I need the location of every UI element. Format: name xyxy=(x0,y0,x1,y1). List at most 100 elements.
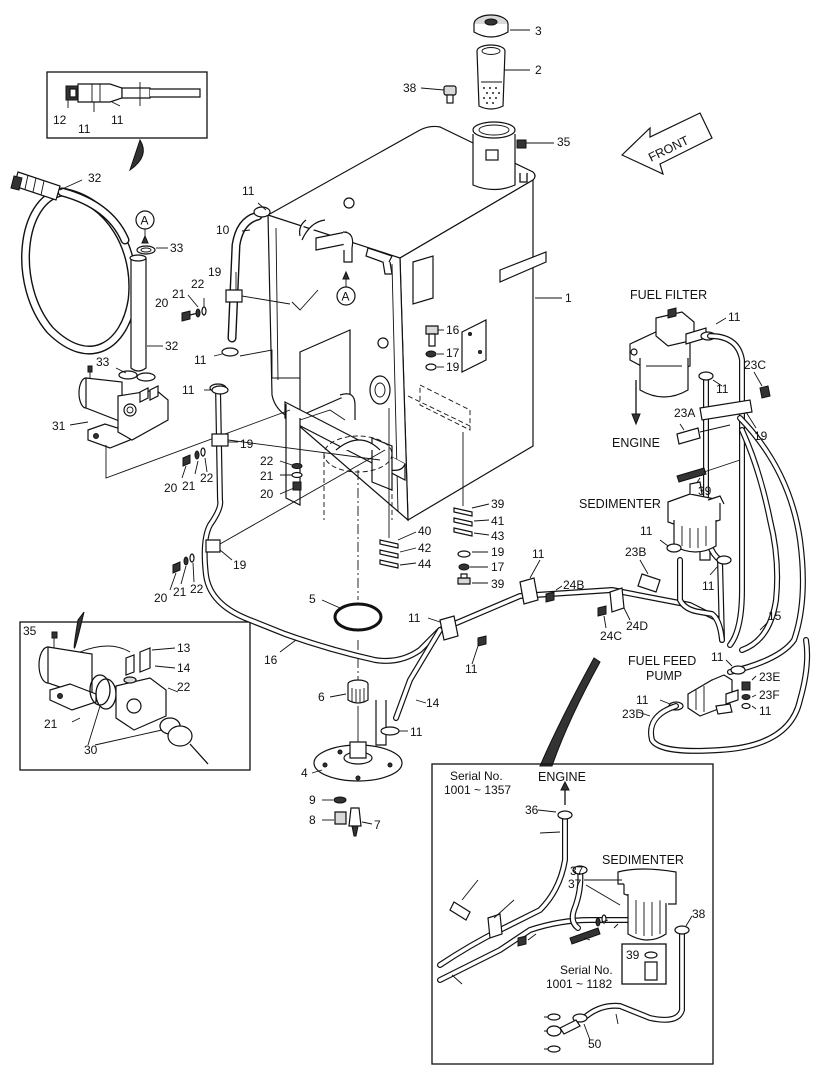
clamp-26-upper xyxy=(136,245,168,255)
part-label-31-b: 40 xyxy=(418,524,432,538)
plug-27 xyxy=(516,139,554,149)
sender-flange-4 xyxy=(311,700,403,782)
part-label-11: 11 xyxy=(242,184,255,198)
part-label-20: 20 xyxy=(155,296,169,310)
caption-engine: ENGINE xyxy=(612,436,660,450)
part-label-23c: 21 xyxy=(44,717,58,731)
caption-inset-sedimenter: SEDIMENTER xyxy=(602,853,684,867)
clamp-19-upper xyxy=(225,272,291,305)
sedimenter xyxy=(667,481,725,561)
part-label-23d: 22 xyxy=(177,680,191,694)
ref-a-lower: A xyxy=(336,270,356,306)
part-label-9: 9 xyxy=(309,793,316,807)
part-label-16-b: 17 xyxy=(491,560,505,574)
part-label-24d: 12 xyxy=(53,113,67,127)
part-label-35-c: 24C xyxy=(600,629,622,643)
part-label-33-b: 44 xyxy=(418,557,432,571)
clamp-26-lower xyxy=(115,367,156,382)
part-label-19: 19 xyxy=(208,265,222,279)
hose-10 xyxy=(227,202,271,343)
part-label-1: 1 xyxy=(565,291,572,305)
part-label-24b: 11 xyxy=(111,113,124,127)
part-label-43: 23F xyxy=(759,688,780,702)
bolt-clip-leader xyxy=(291,289,319,311)
washer-16 xyxy=(425,350,444,358)
part-label-11-f: 11 xyxy=(716,382,729,396)
inset-label-11-b: 37 xyxy=(570,864,584,878)
part-label-34-b: 11 xyxy=(532,547,545,561)
part-label-11-d: 11 xyxy=(410,725,423,739)
part-label-29: 39 xyxy=(491,577,505,591)
ref-a-upper-arrow xyxy=(141,234,149,244)
part-label-19-c: 19 xyxy=(233,558,247,572)
part-label-23f: 35 xyxy=(23,624,37,638)
hose-13 xyxy=(727,415,806,675)
caption-pump: PUMP xyxy=(646,669,682,683)
clamp-19-lower xyxy=(169,449,386,591)
bolt-15 xyxy=(425,325,444,347)
fuel-tank xyxy=(266,121,562,522)
strainer-mesh-dots xyxy=(483,87,500,104)
bolt-set-29 xyxy=(457,550,488,585)
part-label-6: 6 xyxy=(318,690,325,704)
part-label-23b: 14 xyxy=(177,661,191,675)
part-label-17-b: 19 xyxy=(491,545,505,559)
part-label-23a: 13 xyxy=(177,641,191,655)
bolt-35-right xyxy=(545,585,563,603)
part-label-41: 23D xyxy=(622,707,644,721)
bolt-35-lower xyxy=(597,605,607,629)
filter-element-6 xyxy=(329,679,369,704)
part-label-23e: 30 xyxy=(84,743,98,757)
part-label-11-c: 11 xyxy=(182,383,195,397)
clamp-19-right xyxy=(699,399,757,429)
spacer-stack-left xyxy=(379,408,417,569)
part-label-32: 41 xyxy=(491,514,505,528)
inset-serial-box xyxy=(431,763,714,1065)
bolt-set-tank xyxy=(279,460,303,495)
fuel-filter xyxy=(629,307,727,426)
ref-a-upper: A xyxy=(135,210,155,240)
connector-39-mid xyxy=(637,559,661,593)
part-label-10: 10 xyxy=(216,223,230,237)
clamp-11-low xyxy=(380,726,408,736)
part-label-21-c: 21 xyxy=(260,469,274,483)
caption-sedimenter: SEDIMENTER xyxy=(579,497,661,511)
connector-39-upper xyxy=(676,423,731,445)
part-label-22-b: 22 xyxy=(200,471,214,485)
caption-fuel-filter: FUEL FILTER xyxy=(630,288,707,302)
fuel-pump-23 xyxy=(69,365,291,479)
drain-hose-24 xyxy=(10,171,138,355)
part-label-3: 3 xyxy=(535,24,542,38)
part-label-11-g: 11 xyxy=(640,524,653,538)
part-label-23: 31 xyxy=(52,419,66,433)
part-label-27: 35 xyxy=(557,135,571,149)
part-label-28: 38 xyxy=(403,81,417,95)
bolt-40 xyxy=(753,371,771,399)
tube-25 xyxy=(129,254,163,372)
part-label-21-d: 21 xyxy=(173,585,187,599)
captions: FUEL FILTER ENGINE SEDIMENTER FUEL FEED … xyxy=(444,288,707,991)
part-label-24: 32 xyxy=(88,171,102,185)
part-label-19-b: 19 xyxy=(240,437,254,451)
part-label-2: 2 xyxy=(535,63,542,77)
part-label-15: 16 xyxy=(446,323,460,337)
caption-inset-range-2: 1001 ~ 1182 xyxy=(546,977,613,991)
clamp-11-left xyxy=(204,385,229,395)
clip-38 xyxy=(609,587,631,621)
part-label-42: 23E xyxy=(759,670,780,684)
hose-12 xyxy=(393,627,443,721)
part-label-21-b: 21 xyxy=(182,479,196,493)
part-label-7: 7 xyxy=(374,818,381,832)
inset-label-11-f: 50 xyxy=(588,1037,602,1051)
part-label-11-h: 11 xyxy=(702,579,715,593)
ref-a-upper-label: A xyxy=(141,214,149,228)
part-label-39: 23B xyxy=(625,545,646,559)
caption-fuel-feed: FUEL FEED xyxy=(628,654,696,668)
detail-box-24 xyxy=(46,71,208,172)
fuel-strainer xyxy=(476,44,530,110)
part-label-5: 5 xyxy=(309,592,316,606)
bolt-8 xyxy=(322,811,347,825)
part-label-21: 21 xyxy=(172,287,186,301)
clamp-11-pump-in xyxy=(725,659,746,675)
part-label-22: 22 xyxy=(191,277,205,291)
